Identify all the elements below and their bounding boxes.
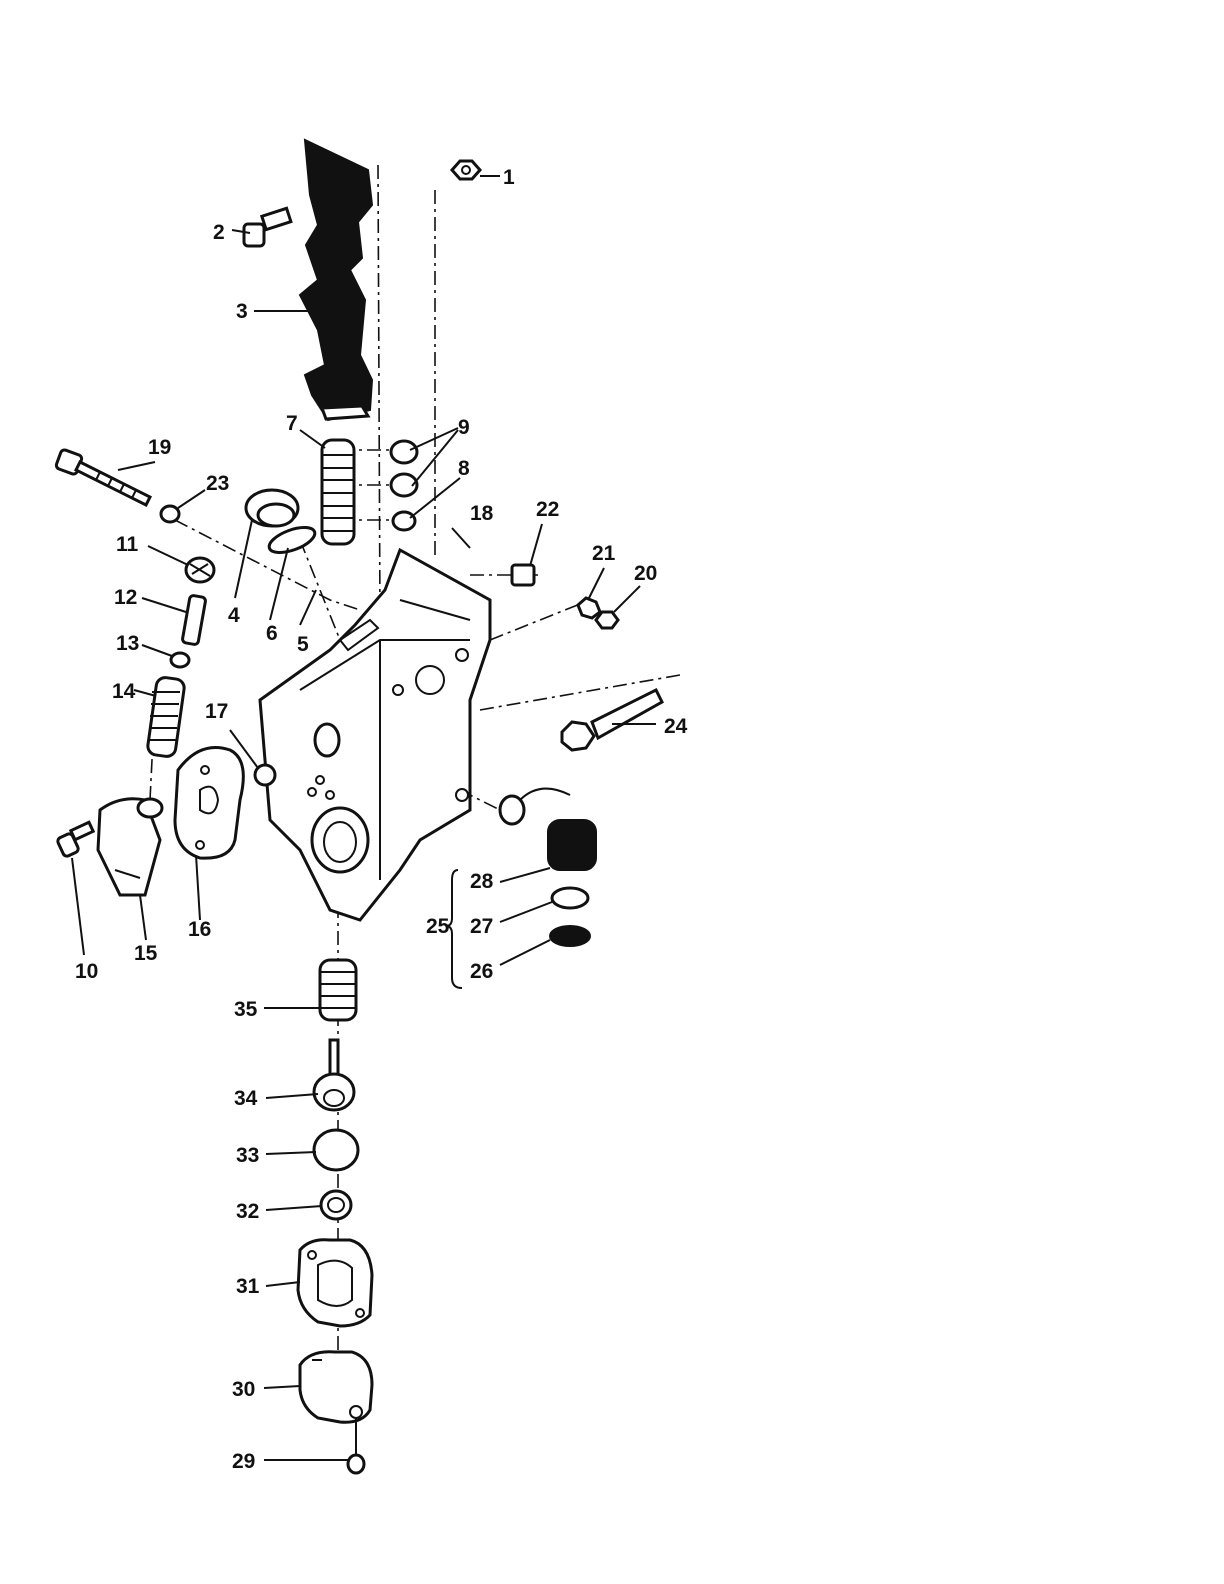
callout-3: 3: [236, 300, 248, 323]
part-3-bracket: [300, 140, 372, 420]
part-8-oring: [393, 512, 415, 530]
callout-27: 27: [470, 915, 493, 938]
callout-23: 23: [206, 472, 229, 495]
callout-17: 17: [205, 700, 228, 723]
part-18-housing: [260, 550, 490, 920]
callout-1: 1: [503, 166, 515, 189]
callout-8: 8: [458, 457, 470, 480]
callout-30: 30: [232, 1378, 255, 1401]
callout-28: 28: [470, 870, 494, 893]
part-29-screw: [348, 1418, 364, 1473]
part-31-gasket: [298, 1240, 372, 1326]
callout-10: 10: [75, 960, 98, 983]
callout-7: 7: [286, 412, 298, 435]
part-21-washer: [578, 598, 600, 618]
part-7-spring: [322, 440, 354, 544]
callout-13: 13: [116, 632, 139, 655]
callout-34: 34: [234, 1087, 258, 1110]
callout-35: 35: [234, 998, 258, 1021]
part-27-washer: [552, 888, 588, 908]
part-24-bolt: [562, 690, 662, 750]
callout-18: 18: [470, 502, 494, 525]
callout-9: 9: [458, 416, 470, 439]
part-34-valve: [314, 1040, 354, 1110]
callout-15: 15: [134, 942, 158, 965]
callout-12: 12: [114, 586, 137, 609]
part-28-bumper: [500, 789, 596, 870]
part-22-clip: [512, 565, 534, 585]
callout-16: 16: [188, 918, 211, 941]
part-19-long-bolt: [55, 449, 150, 505]
part-4-cap: [246, 490, 298, 526]
callout-24: 24: [664, 715, 688, 738]
part-13-washer: [171, 653, 189, 667]
callout-11: 11: [116, 533, 139, 556]
callout-5: 5: [297, 633, 309, 656]
callout-31: 31: [236, 1275, 260, 1298]
callout-33: 33: [236, 1144, 259, 1167]
part-6-gasket: [266, 522, 318, 557]
callout-25: 25: [426, 915, 450, 938]
part-35-spring: [320, 960, 356, 1020]
callout-21: 21: [592, 542, 616, 565]
callout-29: 29: [232, 1450, 255, 1473]
callout-32: 32: [236, 1200, 259, 1223]
part-10-screw: [57, 822, 94, 857]
callout-20: 20: [634, 562, 657, 585]
callout-2: 2: [213, 221, 225, 244]
callout-19: 19: [148, 436, 171, 459]
part-15-cover: [98, 799, 162, 895]
part-1-nut: [452, 161, 480, 179]
part-32-bushing: [321, 1191, 351, 1219]
part-12-screw: [182, 595, 206, 645]
part-20-nut: [596, 612, 618, 628]
part-23-washer: [161, 506, 179, 522]
part-30-cover: [300, 1352, 372, 1422]
part-33-disc: [314, 1130, 358, 1170]
part-2-bolt: [244, 208, 291, 246]
part-14-spring: [147, 676, 186, 757]
part-26-plate: [550, 926, 590, 946]
callout-4: 4: [228, 604, 240, 627]
callout-6: 6: [266, 622, 278, 645]
callout-26: 26: [470, 960, 493, 983]
callout-14: 14: [112, 680, 136, 703]
callout-22: 22: [536, 498, 559, 521]
part-16-gasket-plate: [175, 748, 243, 859]
part-11-knob: [186, 558, 214, 582]
